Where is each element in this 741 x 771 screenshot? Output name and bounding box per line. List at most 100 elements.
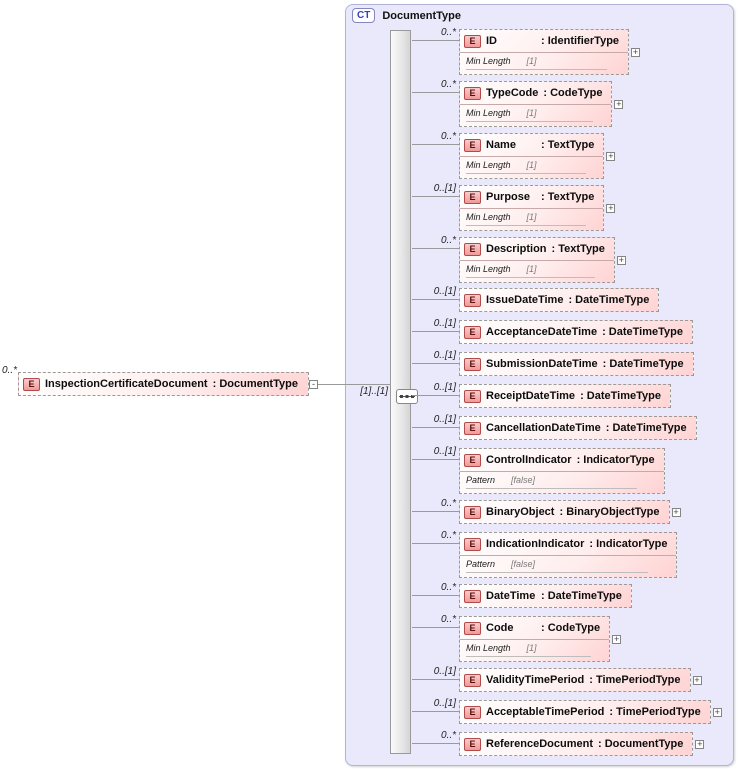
connector-line xyxy=(412,595,459,596)
element-icon: E xyxy=(464,190,481,204)
element-type: : TimePeriodType xyxy=(609,706,701,718)
root-element-row: E InspectionCertificateDocument : Docume… xyxy=(18,372,390,396)
root-element-type: : DocumentType xyxy=(212,378,298,390)
expand-button[interactable]: + xyxy=(616,254,626,265)
element-icon: E xyxy=(464,537,481,551)
element-icon: E xyxy=(464,357,481,371)
expand-button[interactable]: + xyxy=(614,98,624,109)
connector-line xyxy=(412,395,459,396)
expand-button[interactable]: + xyxy=(712,706,722,717)
facet-value: [1] xyxy=(526,212,537,222)
element-type: : DateTimeType xyxy=(541,590,622,602)
element-type: : CodeType xyxy=(543,87,603,99)
expand-button[interactable]: + xyxy=(612,633,622,644)
element-icon: E xyxy=(464,86,481,100)
element-name: IssueDateTime xyxy=(486,294,564,306)
complextype-badge-icon: CT xyxy=(352,8,376,23)
connector-line xyxy=(412,299,459,300)
connector-line xyxy=(412,543,459,544)
cardinality-label: 0..* xyxy=(440,530,456,541)
expand-button[interactable]: + xyxy=(606,202,616,213)
expand-button[interactable]: + xyxy=(671,506,681,517)
expand-button[interactable]: + xyxy=(692,674,702,685)
connector-line xyxy=(412,248,459,249)
connector-line xyxy=(412,627,459,628)
expand-button[interactable]: + xyxy=(695,738,705,749)
cardinality-label: 0..* xyxy=(440,79,456,90)
facet-name: Min Length xyxy=(466,643,511,653)
element-type: : IndicatorType xyxy=(589,538,668,550)
facet-value: [false] xyxy=(511,559,536,569)
element-name: ReceiptDateTime xyxy=(486,390,576,402)
facet-name: Min Length xyxy=(466,264,511,274)
cardinality-label: 0..* xyxy=(440,498,456,509)
element-icon: E xyxy=(464,589,481,603)
connector-line xyxy=(412,743,459,744)
element-icon: E xyxy=(464,621,481,635)
root-element-node[interactable]: E InspectionCertificateDocument : Docume… xyxy=(18,372,309,396)
element-type: : CodeType xyxy=(541,622,601,634)
cardinality-label: 0..[1] xyxy=(433,666,456,677)
root-cardinality: 0..* xyxy=(2,365,18,376)
element-type: : DateTimeType xyxy=(602,358,684,370)
element-icon: E xyxy=(464,242,481,256)
element-name: BinaryObject xyxy=(486,506,555,518)
element-type: : TextType xyxy=(551,243,605,255)
element-icon: E xyxy=(464,737,481,751)
cardinality-label: 0..* xyxy=(440,131,456,142)
connector-line xyxy=(412,92,459,93)
element-icon: E xyxy=(464,293,481,307)
connector-line xyxy=(412,679,459,680)
facet-name: Pattern xyxy=(466,559,496,569)
element-type: : DocumentType xyxy=(597,738,684,750)
expand-button[interactable]: + xyxy=(606,150,616,161)
element-name: ReferenceDocument xyxy=(486,738,593,750)
element-name: ControlIndicator xyxy=(486,454,572,466)
collapse-button[interactable]: - xyxy=(308,379,318,389)
connector-line xyxy=(412,144,459,145)
element-node[interactable]: E ReferenceDocument : DocumentType xyxy=(459,732,694,756)
element-name: AcceptableTimePeriod xyxy=(486,706,605,718)
element-icon: E xyxy=(464,34,481,48)
connector-line xyxy=(412,711,459,712)
expand-button[interactable]: + xyxy=(631,46,641,57)
facet-value: [1] xyxy=(526,264,537,274)
connector-line xyxy=(412,363,459,364)
element-type: : DateTimeType xyxy=(605,422,687,434)
element-icon: E xyxy=(464,505,481,519)
element-name: AcceptanceDateTime xyxy=(486,326,598,338)
element-name: DateTime xyxy=(486,590,536,602)
element-name: ValidityTimePeriod xyxy=(486,674,585,686)
root-element-name: InspectionCertificateDocument xyxy=(45,378,208,390)
connector-line xyxy=(412,511,459,512)
element-node[interactable]: E DateTime : DateTimeType xyxy=(459,584,632,608)
connector-line xyxy=(317,383,390,385)
